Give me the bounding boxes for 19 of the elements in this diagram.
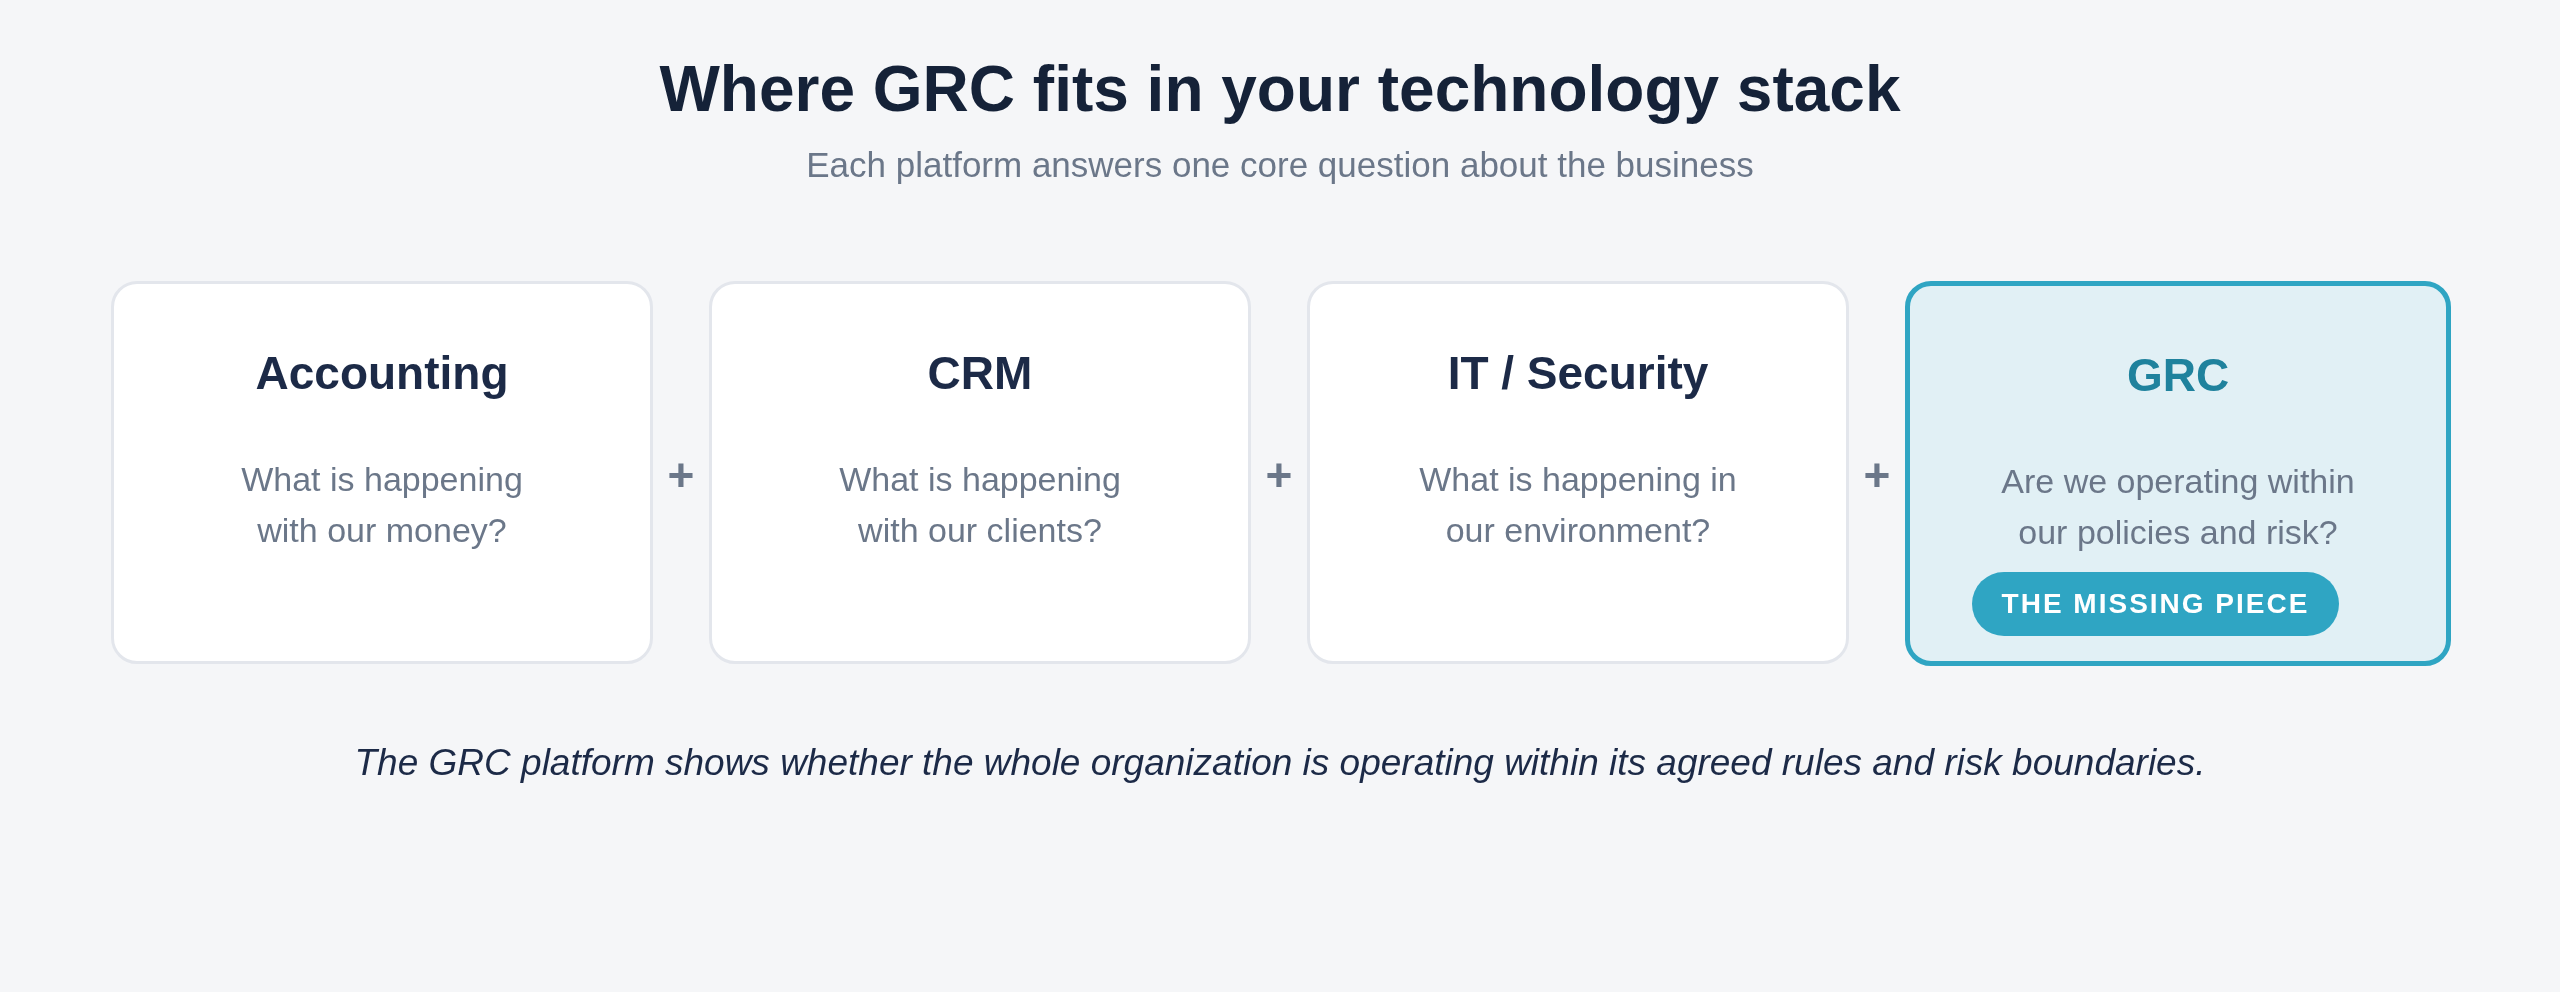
card-heading: CRM (926, 346, 1034, 400)
platform-card (1905, 281, 2451, 666)
card-question: What is happening with our money? (240, 459, 524, 551)
card-heading: GRC (2125, 348, 2231, 402)
card-question: What is happening with our clients? (838, 459, 1122, 551)
platform-card (1307, 281, 1849, 664)
plus-sign: + (666, 448, 696, 502)
card-heading: Accounting (254, 346, 510, 400)
plus-sign: + (1264, 448, 1294, 502)
platform-card (111, 281, 653, 664)
badge: THE MISSING PIECE (1972, 572, 2339, 636)
title: Where GRC fits in your technology stack (658, 52, 1902, 126)
card-question: Are we operating within our policies and risk? (2000, 461, 2356, 553)
card-heading: IT / Security (1446, 346, 1710, 400)
caption: The GRC platform shows whether the whole organization is operating within its agreed rules and risk boundaries. (353, 742, 2207, 784)
platform-card (709, 281, 1251, 664)
subtitle: Each platform answers one core question about the business (805, 145, 1755, 185)
card-question: What is happening in our environment? (1418, 459, 1738, 551)
plus-sign: + (1862, 448, 1892, 502)
